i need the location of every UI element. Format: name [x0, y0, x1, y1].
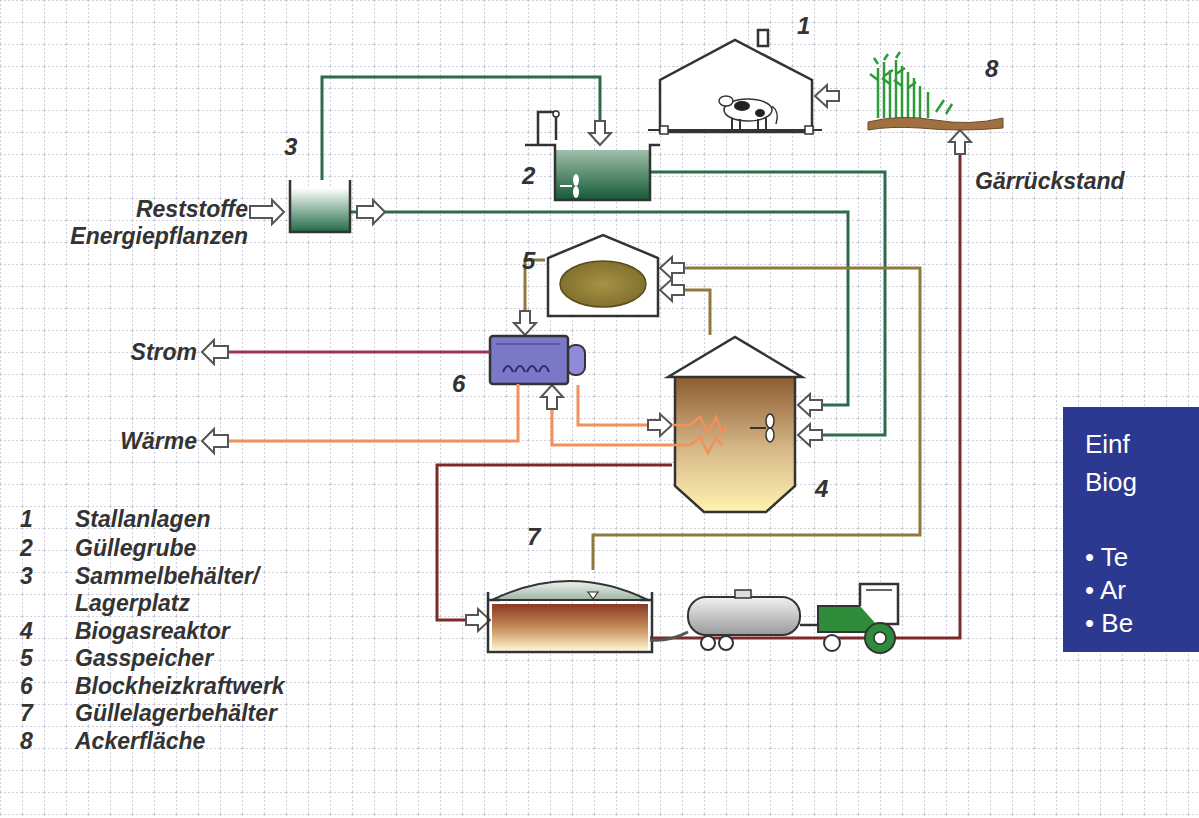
gas-speicher: 5: [545, 235, 660, 317]
pipe-connector: [578, 385, 672, 436]
acker-flaeche: 8: [868, 55, 1003, 130]
guelle-grube: 2: [555, 145, 650, 200]
panel-bullet: • Be: [1085, 607, 1199, 640]
callout-number: 2: [20, 535, 33, 562]
pipe-line: [350, 212, 848, 405]
block-arrow: [660, 257, 684, 279]
callout-number: 4: [815, 475, 828, 503]
callout-number: 7: [20, 700, 33, 727]
callout-number: 8: [20, 728, 33, 755]
pipe-line: [437, 465, 672, 620]
biogas-reaktor: 4: [672, 335, 798, 515]
pipe-connector: [650, 130, 971, 638]
callout-number: 1: [20, 506, 33, 533]
cow: [719, 96, 777, 129]
block-arrow: [660, 279, 684, 301]
block-arrow: [466, 609, 490, 631]
guelle-lager: 7: [490, 570, 650, 652]
blockheizkraftwerk: 6: [488, 335, 585, 385]
callout-number: 5: [20, 645, 33, 672]
legend-text: Gasspeicher: [75, 645, 213, 672]
field: [870, 52, 952, 118]
stall-anlage: 1: [655, 40, 815, 132]
callout-number: 4: [20, 618, 33, 645]
legend-text: Biogasreaktor: [75, 618, 230, 645]
input-label: Reststoffe Energiepflanzen: [5, 196, 248, 250]
callout-number: 7: [527, 523, 540, 551]
pipe-line: [650, 154, 960, 638]
pipe-connector: [815, 85, 868, 107]
legend-text: Stallanlagen: [75, 506, 210, 533]
panel-bullet: • Ar: [1085, 574, 1199, 607]
block-arrow: [815, 85, 839, 107]
legend-text: Sammelbehälter/ Lagerplatz: [75, 563, 275, 617]
pit-mixer: [560, 174, 579, 198]
sammel-behaelter: 3: [290, 180, 350, 232]
pipe-line: [684, 290, 710, 335]
edge-label: Gärrückstand: [975, 168, 1125, 195]
legend-text: Blockheizkraftwerk: [75, 673, 285, 700]
block-arrow: [514, 311, 536, 335]
title-panel: EinfBiog • Te• Ar• Be: [1063, 407, 1199, 652]
block-arrow: [648, 414, 672, 436]
pipe-connector: [660, 279, 710, 335]
callout-number: 5: [522, 247, 535, 275]
callout-number: 3: [20, 563, 33, 590]
callout-number: 6: [20, 673, 33, 700]
callout-number: 6: [452, 370, 465, 398]
block-arrow: [541, 385, 563, 409]
callout-number: 2: [522, 162, 535, 190]
callout-number: 8: [985, 55, 998, 83]
legend-text: Güllegrube: [75, 535, 196, 562]
block-arrow: [949, 130, 971, 154]
legend-text: Güllelagerbehälter: [75, 700, 277, 727]
panel-heading: Biog: [1085, 463, 1199, 501]
output-label: Wärme: [40, 428, 197, 455]
pipe-line: [552, 409, 672, 445]
block-arrow: [798, 394, 822, 416]
panel-heading: Einf: [1085, 425, 1199, 463]
callout-number: 1: [797, 12, 810, 40]
legend-text: Ackerfläche: [75, 728, 205, 755]
pipe-line: [839, 96, 868, 97]
panel-bullet: • Te: [1085, 541, 1199, 574]
pipe-connector: [541, 385, 672, 445]
output-label: Strom: [40, 339, 197, 366]
callout-number: 3: [284, 133, 297, 161]
reactor-mixer: [750, 414, 774, 442]
pipe-line: [578, 385, 648, 425]
block-arrow: [798, 424, 822, 446]
block-arrow: [589, 121, 611, 145]
